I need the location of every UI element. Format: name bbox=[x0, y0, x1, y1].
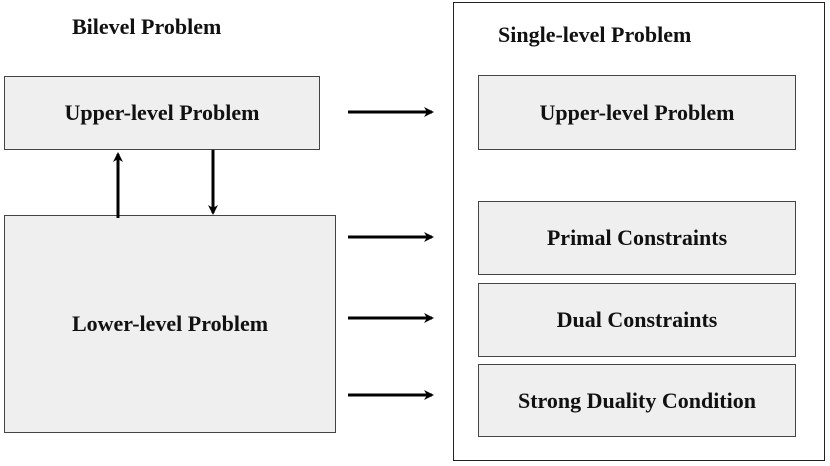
single-level-title: Single-level Problem bbox=[498, 22, 692, 47]
left-lower-level-box: Lower-level Problem bbox=[4, 215, 336, 433]
right-upper-level-box: Upper-level Problem bbox=[478, 75, 796, 150]
primal-constraints-box: Primal Constraints bbox=[478, 201, 796, 275]
bilevel-title: Bilevel Problem bbox=[72, 14, 222, 39]
left-upper-level-box: Upper-level Problem bbox=[4, 76, 320, 150]
dual-constraints-box: Dual Constraints bbox=[478, 283, 796, 357]
strong-duality-box: Strong Duality Condition bbox=[478, 364, 796, 437]
